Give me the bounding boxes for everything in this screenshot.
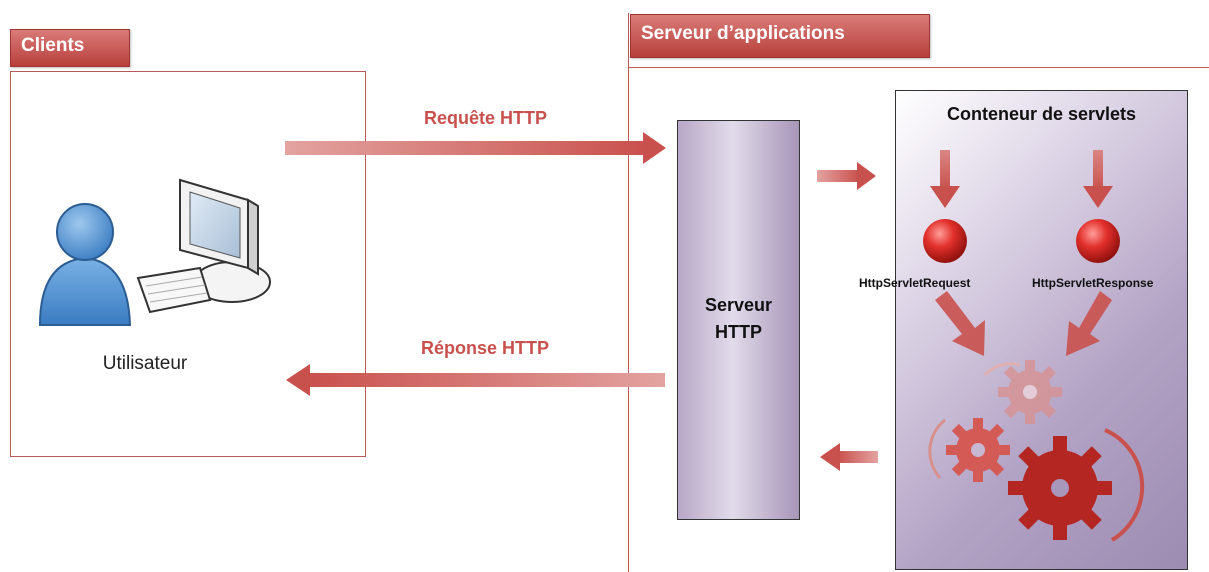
server-panel-left-border <box>628 13 629 572</box>
response-down-arrow <box>1083 150 1113 208</box>
clients-tab: Clients <box>10 29 130 67</box>
http-server-label-line2: HTTP <box>715 322 762 342</box>
response-object-label: HttpServletResponse <box>1032 276 1154 290</box>
http-server-box <box>677 120 800 520</box>
gears-icon <box>928 360 1145 542</box>
request-object-icon <box>923 219 967 263</box>
user-label: Utilisateur <box>102 353 188 374</box>
response-to-gears-arrow <box>1066 291 1112 356</box>
server-panel-top-border <box>628 67 1209 68</box>
response-arrow <box>286 364 665 396</box>
server-tab: Serveur d’applications <box>630 14 930 58</box>
response-object-icon <box>1076 219 1120 263</box>
user-computer-icon <box>38 178 271 326</box>
servlet-container-title: Conteneur de servlets <box>946 104 1137 124</box>
http-server-label: Serveur HTTP <box>677 292 800 346</box>
request-label: Requête HTTP <box>424 108 548 128</box>
to-container-arrow <box>817 162 876 190</box>
request-to-gears-arrow <box>935 291 985 356</box>
request-arrow <box>285 132 666 164</box>
http-server-label-line1: Serveur <box>704 295 773 315</box>
request-object-label: HttpServletRequest <box>859 276 971 290</box>
response-label: Réponse HTTP <box>421 338 550 358</box>
from-container-arrow <box>820 443 878 471</box>
request-down-arrow <box>930 150 960 208</box>
